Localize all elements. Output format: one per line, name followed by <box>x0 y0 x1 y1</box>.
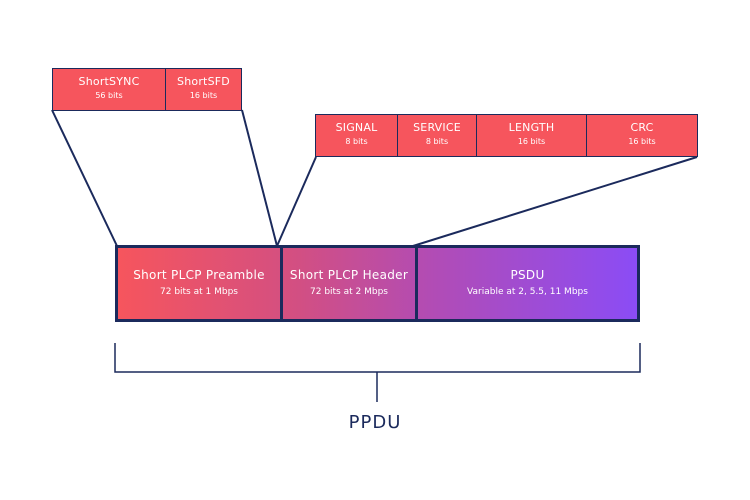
field-length: LENGTH 16 bits <box>476 114 587 157</box>
field-length-bits: 16 bits <box>517 137 546 146</box>
segment-preamble: Short PLCP Preamble 72 bits at 1 Mbps <box>118 248 280 319</box>
preamble-left-connector <box>51 109 118 247</box>
field-shortsfd-name: ShortSFD <box>177 75 230 88</box>
header-right-connector <box>412 156 698 247</box>
field-crc: CRC 16 bits <box>586 114 698 157</box>
field-service: SERVICE 8 bits <box>397 114 477 157</box>
field-shortsfd-bits: 16 bits <box>189 91 218 100</box>
ppdu-frame: Short PLCP Preamble 72 bits at 1 Mbps Sh… <box>115 245 640 322</box>
field-service-name: SERVICE <box>413 121 461 134</box>
segment-preamble-title: Short PLCP Preamble <box>133 268 265 282</box>
field-shortsync-bits: 56 bits <box>95 91 123 100</box>
field-shortsfd: ShortSFD 16 bits <box>165 68 242 111</box>
segment-header: Short PLCP Header 72 bits at 2 Mbps <box>280 248 415 319</box>
field-shortsync-name: ShortSYNC <box>78 75 140 88</box>
segment-preamble-subtitle: 72 bits at 1 Mbps <box>160 287 238 297</box>
preamble-right-connector <box>241 109 278 247</box>
field-crc-bits: 16 bits <box>628 137 656 146</box>
field-signal-bits: 8 bits <box>345 137 368 146</box>
segment-header-subtitle: 72 bits at 2 Mbps <box>310 287 388 297</box>
header-left-connector <box>276 156 317 247</box>
segment-header-title: Short PLCP Header <box>289 268 409 282</box>
ppdu-label: PPDU <box>348 412 402 433</box>
field-signal: SIGNAL 8 bits <box>315 114 398 157</box>
field-shortsync: ShortSYNC 56 bits <box>52 68 166 111</box>
segment-psdu-title: PSDU <box>510 268 545 282</box>
segment-psdu: PSDU Variable at 2, 5.5, 11 Mbps <box>415 248 637 319</box>
field-crc-name: CRC <box>630 121 654 134</box>
field-service-bits: 8 bits <box>425 137 449 146</box>
segment-psdu-subtitle: Variable at 2, 5.5, 11 Mbps <box>467 287 588 297</box>
field-signal-name: SIGNAL <box>335 121 378 134</box>
field-length-name: LENGTH <box>508 121 555 134</box>
ppdu-brace <box>114 343 641 402</box>
